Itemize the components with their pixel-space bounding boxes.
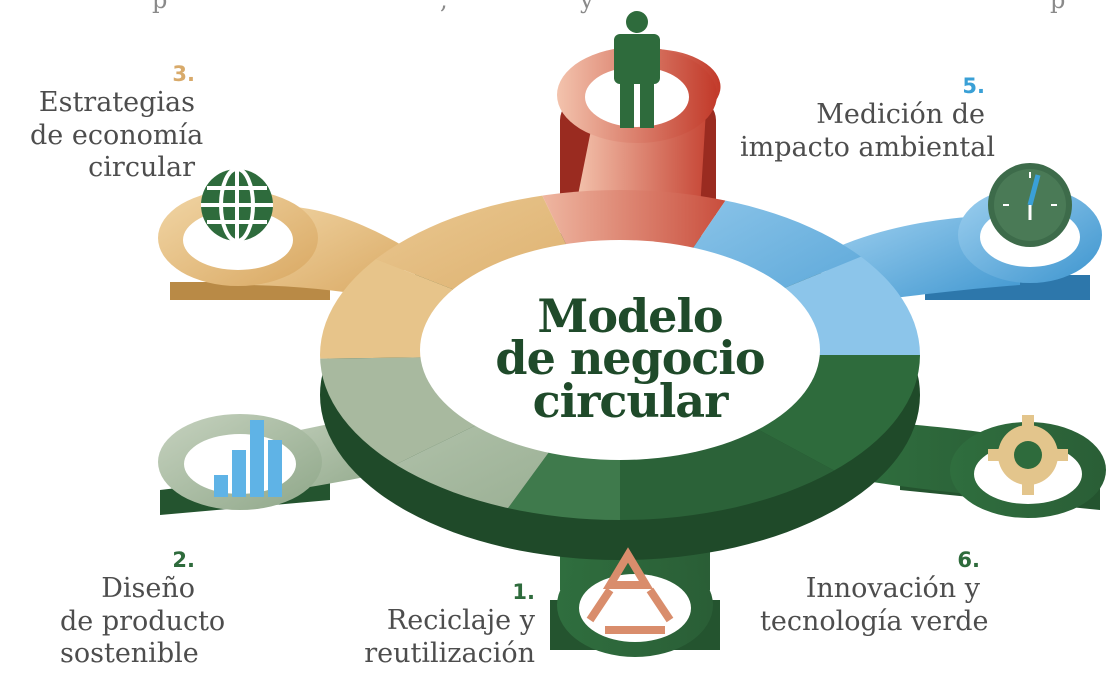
label-line: Medición de (816, 99, 985, 131)
ring-center (420, 240, 820, 460)
center-title-line: Modelo (537, 289, 723, 343)
label-line: Diseño (101, 573, 195, 605)
label-line: de economía (30, 119, 204, 151)
label-line: Estrategias (38, 87, 195, 119)
label-line: sostenible (60, 637, 199, 669)
label-item-5: 5. Medición de impacto ambiental (740, 74, 995, 164)
label-line: circular (88, 151, 195, 183)
center-title-line: circular (532, 373, 729, 428)
center-title-line: de negocio (495, 331, 765, 386)
globe-icon (201, 167, 273, 243)
label-item-3: 3. Estrategias de economía circular (30, 62, 204, 184)
label-number: 3. (172, 62, 195, 86)
label-number: 1. (512, 580, 535, 604)
top-text-fragment: , (440, 0, 448, 14)
label-line: reutilización (364, 637, 535, 669)
top-text-fragment: p (1050, 0, 1066, 14)
label-line: Reciclaje y (386, 605, 535, 637)
label-item-6: 6. Innovación y tecnología verde (760, 548, 989, 638)
label-line: de producto (60, 605, 226, 637)
recycle-icon (586, 547, 674, 634)
center-title: Modelo de negocio circular (480, 289, 780, 428)
top-text-fragment: y (580, 0, 594, 14)
cropped-top-text: p , y p (0, 0, 1107, 16)
label-line: impacto ambiental (740, 131, 995, 163)
top-text-fragment: p (152, 0, 168, 14)
label-item-1: 1. Reciclaje y reutilización (330, 580, 535, 670)
label-item-2: 2. Diseño de producto sostenible (60, 548, 226, 670)
person-icon (614, 11, 660, 128)
bar-chart-icon (214, 420, 282, 497)
label-number: 5. (962, 74, 985, 98)
label-number: 6. (957, 548, 980, 572)
label-line: Innovación y (805, 573, 980, 605)
top-arm (557, 47, 721, 211)
label-number: 2. (172, 548, 195, 572)
gear-icon (988, 415, 1068, 495)
label-line: tecnología verde (760, 605, 989, 637)
clock-icon (988, 163, 1072, 247)
